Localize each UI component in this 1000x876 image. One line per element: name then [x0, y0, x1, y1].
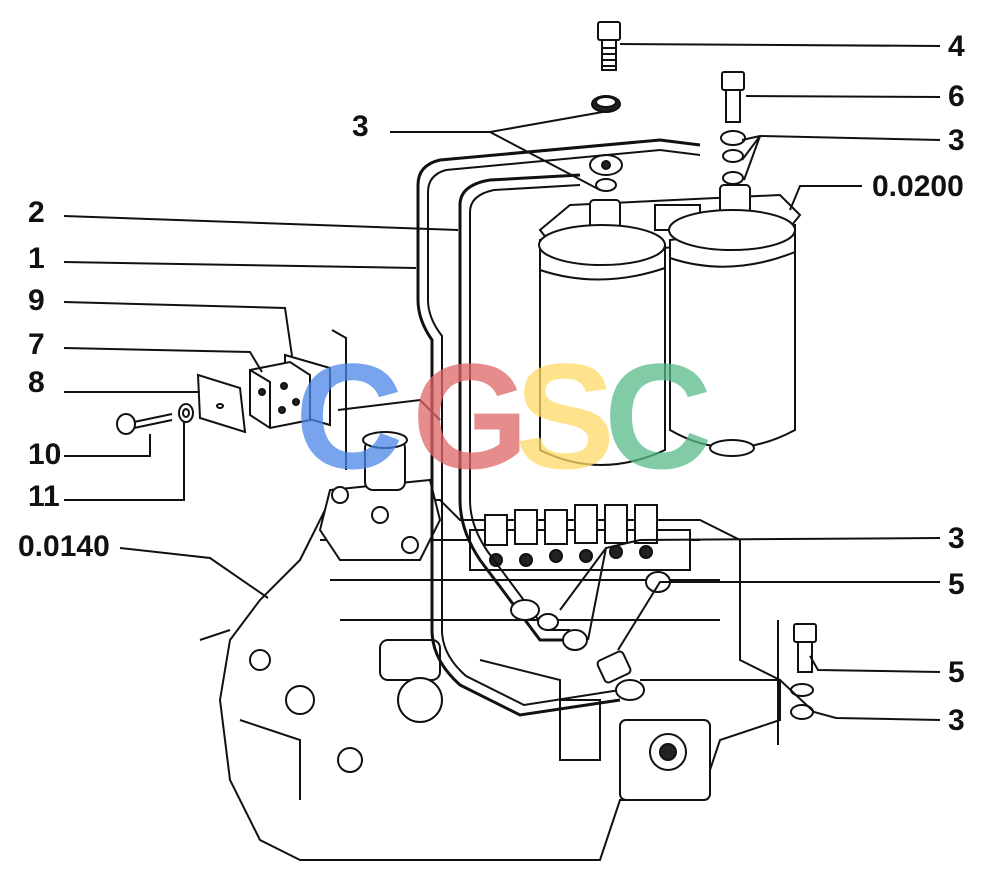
callout-3-right-top: 3 — [948, 124, 965, 157]
watermark-cgsc: C G S C — [295, 332, 712, 500]
filter-inlet-fitting — [589, 154, 623, 192]
callout-5-low: 5 — [948, 656, 965, 689]
part-3-washers-lower — [790, 683, 814, 720]
part-3-washers-right — [720, 130, 746, 185]
feed-pump-block — [318, 431, 442, 561]
part-7-block — [249, 360, 311, 430]
fuel-pipe-1 — [416, 138, 701, 717]
callout-7: 7 — [28, 328, 45, 361]
callout-4: 4 — [948, 30, 965, 63]
watermark-letter-c1: C — [295, 332, 403, 500]
watermark-letter-g: G — [412, 332, 529, 500]
callout-0200: 0.0200 — [872, 170, 964, 203]
part-4-bolt — [597, 21, 621, 71]
watermark-letter-c2: C — [604, 332, 712, 500]
part-5-bolt-lower — [793, 623, 817, 673]
callout-3-mid: 3 — [948, 522, 965, 555]
watermark-letter-s: S — [515, 332, 615, 500]
part-6-bolt — [721, 71, 745, 123]
part-10-screw — [116, 413, 173, 435]
part-8-clamp — [196, 373, 247, 434]
callout-8: 8 — [28, 366, 45, 399]
part-3-washer-top — [591, 95, 621, 113]
callout-1: 1 — [28, 242, 45, 275]
callout-0140: 0.0140 — [18, 530, 110, 563]
callout-6: 6 — [948, 80, 965, 113]
fuel-pipe-2 — [458, 173, 581, 642]
callout-3-left-top: 3 — [352, 110, 369, 143]
callout-10: 10 — [28, 438, 61, 471]
twin-fuel-filter — [538, 184, 802, 466]
bracket-bracket-mark-left — [331, 329, 347, 470]
callout-11: 11 — [28, 480, 60, 513]
callout-2: 2 — [28, 196, 45, 229]
leader-lines — [63, 43, 941, 721]
part-11-washer — [178, 403, 194, 423]
delivery-valve-row — [469, 504, 691, 571]
callout-9: 9 — [28, 284, 45, 317]
pipe-banjo-fittings — [510, 571, 671, 701]
callout-5-mid: 5 — [948, 568, 965, 601]
callout-3-low: 3 — [948, 704, 965, 737]
callout-labels: 4 6 3 0.0200 3 2 1 9 7 8 10 11 0.0140 3 … — [18, 30, 965, 737]
